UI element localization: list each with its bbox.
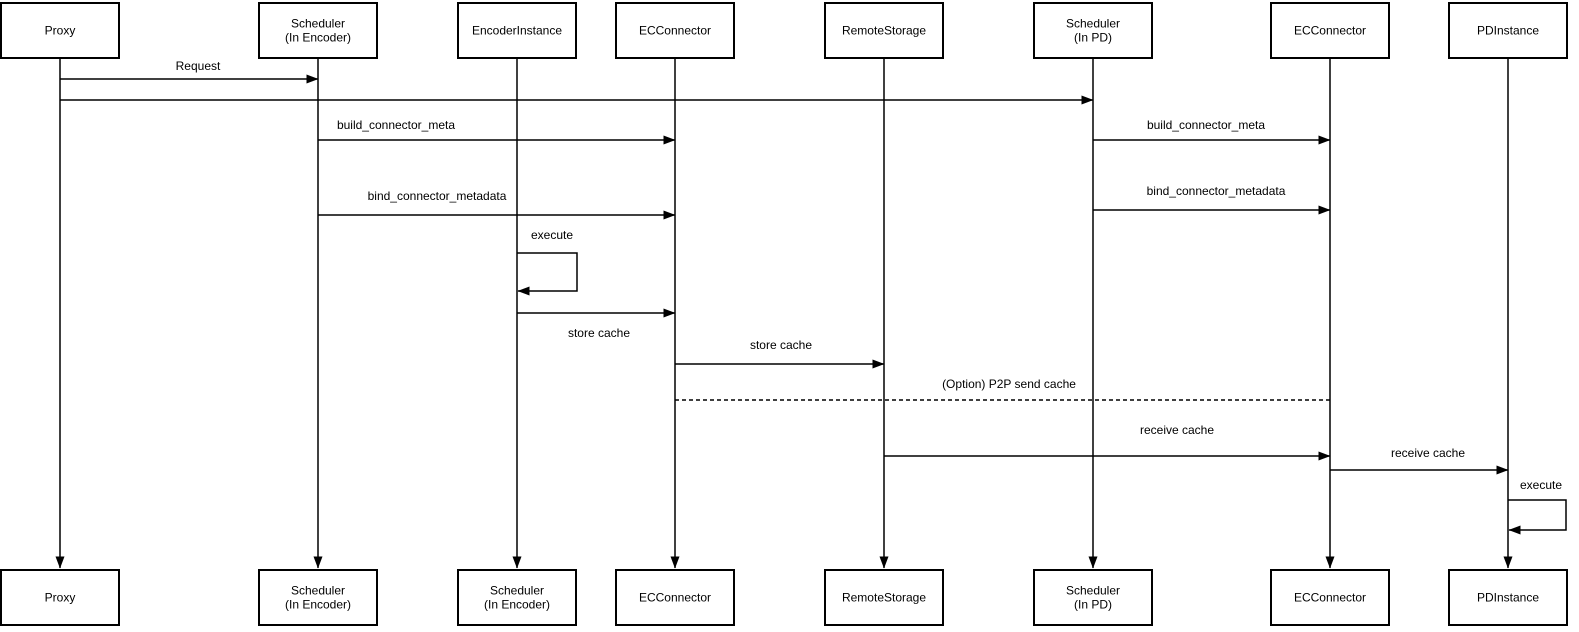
actor-label-top-ec-connector-pd: ECConnector bbox=[1294, 24, 1366, 38]
actor-label-top-encoder-instance: EncoderInstance bbox=[472, 24, 562, 38]
actor-box-bottom-ec-connector-encoder bbox=[615, 569, 735, 626]
actor-label-bottom-ec-connector-encoder: ECConnector bbox=[639, 591, 711, 605]
actor-label-bottom-pd-instance: PDInstance bbox=[1477, 591, 1539, 605]
actor-box-top-proxy bbox=[0, 2, 120, 59]
message-label-0: Request bbox=[176, 59, 221, 73]
actor-label-top-proxy: Proxy bbox=[45, 24, 76, 38]
message-label-8: (Option) P2P send cache bbox=[942, 377, 1076, 391]
self-call-arrow-0 bbox=[517, 252, 578, 296]
actor-box-top-pd-instance bbox=[1448, 2, 1568, 59]
self-call-arrow-1 bbox=[1508, 499, 1567, 535]
message-label-4: bind_connector_metadata bbox=[368, 189, 507, 203]
message-label-9: receive cache bbox=[1140, 423, 1214, 437]
message-label-5: bind_connector_metadata bbox=[1147, 184, 1286, 198]
actor-box-bottom-proxy bbox=[0, 569, 120, 626]
message-label-3: build_connector_meta bbox=[1147, 118, 1265, 132]
actor-box-top-remote-storage bbox=[824, 2, 944, 59]
actor-label-bottom-ec-connector-pd: ECConnector bbox=[1294, 591, 1366, 605]
actor-box-bottom-encoder-instance bbox=[457, 569, 577, 626]
actor-box-top-ec-connector-encoder bbox=[615, 2, 735, 59]
actor-box-bottom-scheduler-in-encoder bbox=[258, 569, 378, 626]
actor-box-top-ec-connector-pd bbox=[1270, 2, 1390, 59]
actor-label-bottom-remote-storage: RemoteStorage bbox=[842, 591, 926, 605]
actor-box-top-scheduler-in-encoder bbox=[258, 2, 378, 59]
message-label-10: receive cache bbox=[1391, 446, 1465, 460]
actor-label-top-scheduler-in-pd: Scheduler(In PD) bbox=[1066, 17, 1120, 45]
actor-box-top-scheduler-in-pd bbox=[1033, 2, 1153, 59]
message-label-7: store cache bbox=[750, 338, 812, 352]
actor-label-bottom-encoder-instance: Scheduler(In Encoder) bbox=[484, 584, 550, 612]
actor-label-bottom-scheduler-in-pd: Scheduler(In PD) bbox=[1066, 584, 1120, 612]
self-call-label-1: execute bbox=[1520, 478, 1562, 492]
message-label-6: store cache bbox=[568, 326, 630, 340]
actor-label-bottom-scheduler-in-encoder: Scheduler(In Encoder) bbox=[285, 584, 351, 612]
actor-box-bottom-ec-connector-pd bbox=[1270, 569, 1390, 626]
self-call-label-0: execute bbox=[531, 228, 573, 242]
actor-label-top-scheduler-in-encoder: Scheduler(In Encoder) bbox=[285, 17, 351, 45]
actor-box-bottom-pd-instance bbox=[1448, 569, 1568, 626]
actor-label-top-pd-instance: PDInstance bbox=[1477, 24, 1539, 38]
actor-box-bottom-scheduler-in-pd bbox=[1033, 569, 1153, 626]
actor-label-top-remote-storage: RemoteStorage bbox=[842, 24, 926, 38]
actor-label-top-ec-connector-encoder: ECConnector bbox=[639, 24, 711, 38]
actor-box-bottom-remote-storage bbox=[824, 569, 944, 626]
actor-label-bottom-proxy: Proxy bbox=[45, 591, 76, 605]
actor-box-top-encoder-instance bbox=[457, 2, 577, 59]
message-label-2: build_connector_meta bbox=[337, 118, 455, 132]
